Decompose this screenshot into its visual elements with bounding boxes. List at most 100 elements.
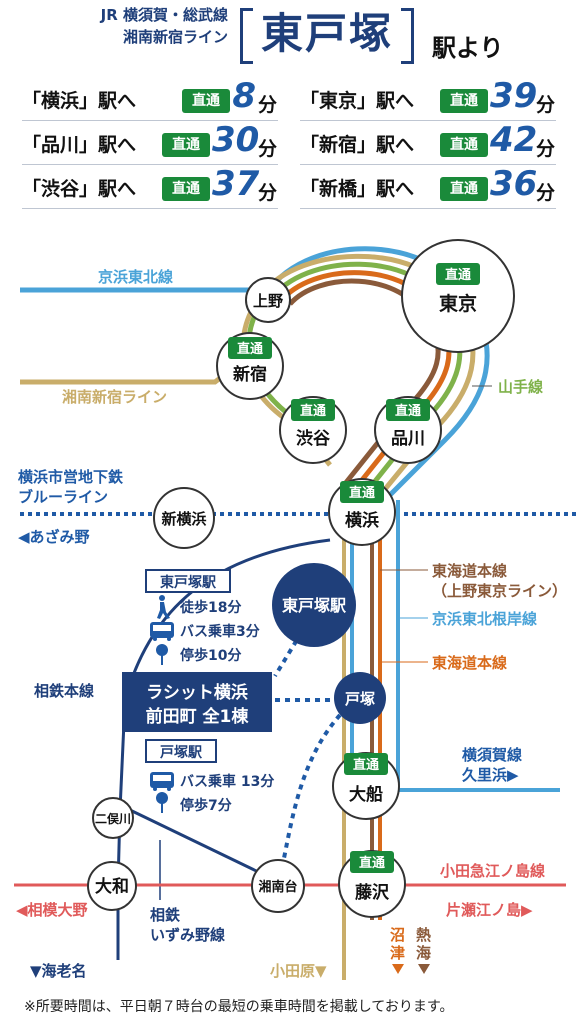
keihin-tohoku-label: 京浜東北線	[98, 268, 173, 286]
time-row-shinagawa: 「品川」駅へ 直通 30 分	[22, 120, 278, 165]
atami-label-2: 海	[416, 944, 431, 962]
header-line-yokosuka: JR 横須賀・総武線	[100, 6, 228, 24]
header-from: 駅より	[432, 34, 504, 62]
sotetsu-label: 相鉄本線	[34, 682, 94, 700]
time-unit: 分	[258, 182, 278, 204]
ebina-label: ▼海老名	[30, 962, 87, 980]
direct-badge: 直通	[440, 133, 488, 157]
time-minutes: 8	[232, 76, 256, 116]
time-unit: 分	[536, 182, 556, 204]
access-title: 戸塚駅	[160, 745, 203, 761]
time-row-yokohama: 「横浜」駅へ 直通 8 分	[22, 76, 278, 121]
bus-routes	[273, 613, 342, 869]
access-stop: 停歩7分	[180, 797, 232, 814]
header-line-shonan: 湘南新宿ライン	[122, 28, 228, 46]
yamanote-label: 山手線	[498, 378, 543, 396]
time-unit: 分	[536, 138, 556, 160]
station-fujisawa: 藤沢	[355, 882, 390, 903]
property-box: ラシット横浜 前田町 全1棟	[122, 672, 272, 732]
access-bus: バス乗車 13分	[180, 773, 274, 790]
time-row-shinjuku: 「新宿」駅へ 直通 42 分	[300, 120, 556, 165]
access-higashitotsuka: 東戸塚駅 徒歩18分 バス乗車3分 停歩10分	[145, 569, 260, 665]
time-unit: 分	[258, 138, 278, 160]
time-dest: 「横浜」駅へ	[22, 90, 137, 112]
bracket-left	[240, 8, 253, 64]
station-shinyokohama: 新横浜	[161, 510, 206, 528]
izumino-label-1: 相鉄	[150, 906, 180, 924]
station-ueno: 上野	[253, 292, 283, 310]
direct-badge: 直通	[162, 177, 210, 201]
time-row-shibuya: 「渋谷」駅へ 直通 37 分	[22, 164, 278, 209]
time-minutes: 36	[490, 164, 538, 204]
direct-badge: 直通	[440, 177, 488, 201]
svg-text:直通: 直通	[349, 485, 375, 501]
time-unit: 分	[258, 94, 278, 116]
svg-text:直通: 直通	[445, 267, 471, 283]
ofuna-direct-badge: 直通	[344, 753, 388, 775]
station-ofuna: 大船	[349, 784, 383, 805]
katase-label: 片瀬江ノ島▶	[446, 901, 533, 919]
shinjuku-direct-badge: 直通	[228, 337, 272, 359]
tokaido-main-label: 東海道本線	[432, 654, 507, 672]
shonan-shinjuku-line	[20, 370, 230, 385]
izumino-line	[129, 808, 276, 882]
time-unit: 分	[536, 94, 556, 116]
station-title-box: 東戸塚	[240, 6, 414, 64]
time-minutes: 37	[212, 164, 260, 204]
azamino-label: ◀あざみ野	[18, 528, 90, 546]
access-bus: バス乗車3分	[180, 623, 260, 640]
tokyo-direct-badge: 直通	[436, 263, 480, 285]
station-higashitotsuka: 東戸塚駅	[282, 596, 347, 615]
time-minutes: 30	[212, 120, 260, 160]
fujisawa-direct-badge: 直通	[350, 851, 394, 873]
bracket-right	[401, 8, 414, 64]
time-minutes: 39	[490, 76, 538, 116]
time-row-tokyo: 「東京」駅へ 直通 39 分	[300, 76, 556, 121]
station-yokohama: 横浜	[345, 510, 379, 531]
time-dest: 「東京」駅へ	[300, 90, 415, 112]
station-yamato: 大和	[95, 876, 129, 897]
footnote: ※所要時間は、平日朝７時台の最短の乗車時間を掲載しております。	[24, 999, 454, 1015]
odawara-label: 小田原▼	[270, 962, 327, 980]
atami-arrow-icon	[418, 964, 430, 974]
blue-line-label-1: 横浜市営地下鉄	[18, 468, 123, 486]
access-stop: 停歩10分	[180, 647, 241, 664]
numazu-label-1: 沼	[390, 926, 405, 944]
bus-icon	[150, 622, 174, 641]
property-name-2: 前田町 全1棟	[146, 706, 250, 727]
direct-badge: 直通	[162, 133, 210, 157]
bus-stop-icon	[156, 792, 168, 813]
izumino-label-2: いずみ野線	[150, 926, 225, 944]
direct-badge: 直通	[440, 89, 488, 113]
time-dest: 「新橋」駅へ	[300, 178, 415, 200]
bus-icon	[150, 772, 174, 791]
property-name-1: ラシット横浜	[146, 682, 248, 703]
header-lines: JR 横須賀・総武線 湘南新宿ライン	[50, 4, 228, 48]
tokaido-label-1: 東海道本線	[432, 562, 507, 580]
odakyu-label: 小田急江ノ島線	[440, 862, 545, 880]
time-row-shinbashi: 「新橋」駅へ 直通 36 分	[300, 164, 556, 209]
shonan-shinjuku-label: 湘南新宿ライン	[62, 388, 167, 406]
station-shinjuku: 新宿	[233, 364, 267, 385]
station-totsuka: 戸塚	[345, 690, 375, 708]
access-title: 東戸塚駅	[160, 574, 217, 591]
direct-badge: 直通	[182, 89, 230, 113]
time-dest: 「新宿」駅へ	[300, 134, 415, 156]
station-circles	[87, 239, 515, 918]
station-shibuya: 渋谷	[296, 428, 331, 449]
time-dest: 「渋谷」駅へ	[22, 178, 137, 200]
yokosuka-label-1: 横須賀線	[462, 746, 522, 764]
negishi-label: 京浜東北根岸線	[432, 610, 537, 628]
svg-text:直通: 直通	[395, 403, 421, 419]
access-totsuka: 戸塚駅 バス乗車 13分 停歩7分	[145, 739, 274, 814]
numazu-label-2: 津	[390, 944, 405, 962]
totsuka-circle	[334, 672, 386, 724]
svg-text:直通: 直通	[353, 757, 379, 773]
bus-stop-icon	[156, 644, 168, 665]
station-shinagawa: 品川	[391, 429, 425, 449]
walk-icon	[157, 595, 170, 619]
higashitotsuka-circle	[272, 563, 356, 647]
svg-text:直通: 直通	[300, 403, 326, 419]
shibuya-direct-badge: 直通	[291, 399, 335, 421]
